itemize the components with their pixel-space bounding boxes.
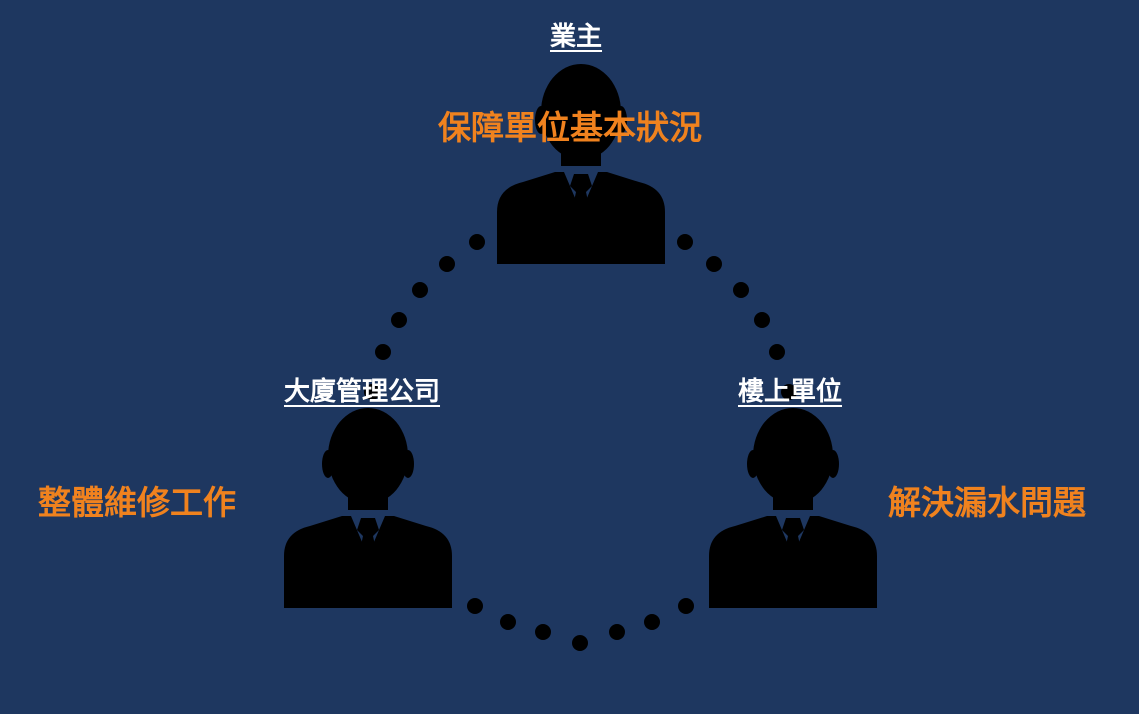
owner-role-label: 業主 — [550, 22, 603, 52]
upstairs-role-label: 樓上單位 — [738, 377, 843, 407]
connector-dot — [439, 256, 455, 272]
management-person-icon — [284, 408, 452, 608]
management-duty-label: 整體維修工作 — [38, 483, 236, 522]
connector-dot — [375, 344, 391, 360]
connector-dot — [467, 598, 483, 614]
connector-dots — [364, 234, 797, 651]
upstairs-person-icon — [709, 408, 877, 608]
connector-dot — [391, 312, 407, 328]
connector-dot — [781, 384, 797, 400]
connector-dot — [609, 624, 625, 640]
connector-dot — [500, 614, 516, 630]
connector-dot — [535, 624, 551, 640]
owner-person-icon — [497, 64, 665, 264]
connector-dot — [469, 234, 485, 250]
connector-dot — [733, 282, 749, 298]
management-role-label: 大廈管理公司 — [284, 377, 441, 407]
connector-dot — [754, 312, 770, 328]
connector-dot — [677, 234, 693, 250]
connector-dot — [644, 614, 660, 630]
connector-dot — [364, 384, 380, 400]
connector-dot — [706, 256, 722, 272]
upstairs-duty-label: 解決漏水問題 — [888, 483, 1086, 522]
owner-duty-label: 保障單位基本狀況 — [438, 108, 702, 147]
connector-dot — [769, 344, 785, 360]
connector-dot — [678, 598, 694, 614]
connector-dot — [412, 282, 428, 298]
connector-dot — [572, 635, 588, 651]
